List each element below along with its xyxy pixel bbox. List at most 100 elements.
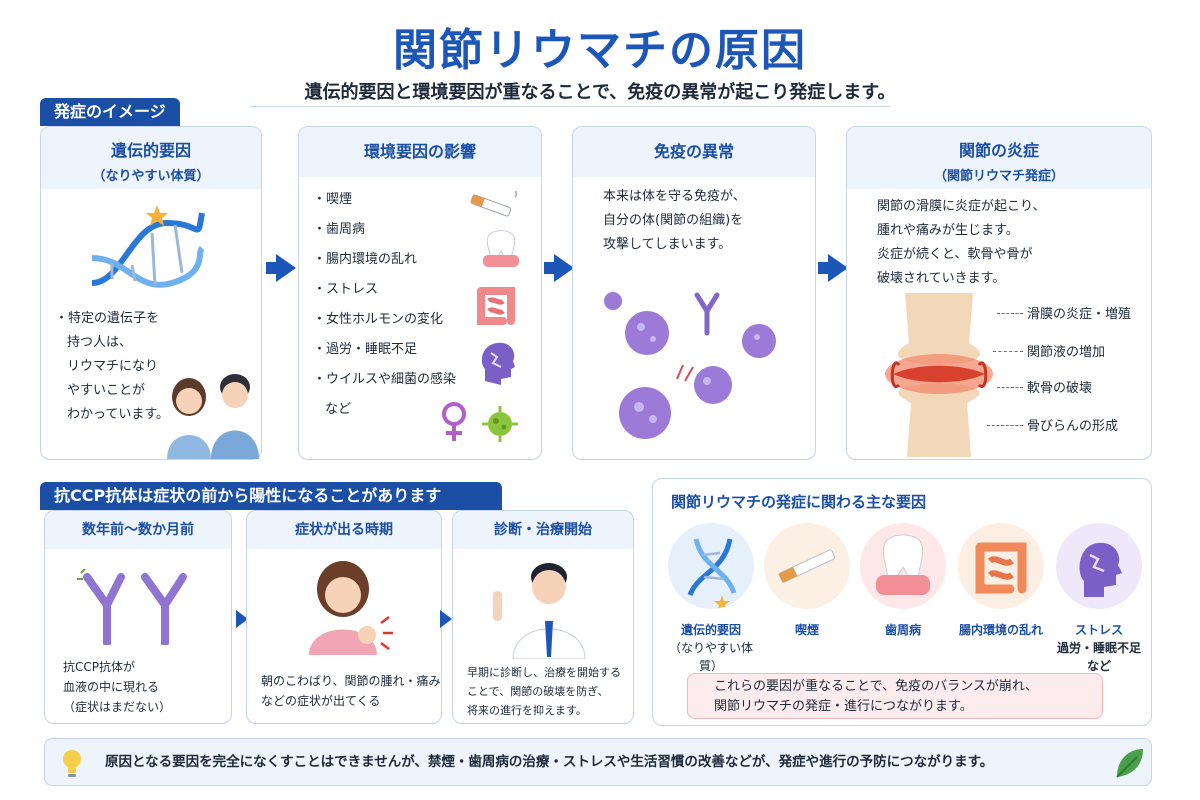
cigarette-icon xyxy=(764,523,850,609)
stage-line: （症状はまだない） xyxy=(63,700,172,714)
stage-title: 診断・治療開始 xyxy=(453,511,633,549)
intestine-icon xyxy=(958,523,1044,609)
environment-list: ・喫煙 ・歯周病 ・腸内環境の乱れ ・ストレス ・女性ホルモンの変化 ・過労・睡… xyxy=(313,185,483,425)
annotation-fluid: 関節液の増加 xyxy=(1027,345,1106,360)
card-immune-title: 免疫の異常 xyxy=(573,127,815,177)
flow-arrow-icon xyxy=(554,254,574,282)
stress-head-icon xyxy=(481,342,515,385)
stress-head-icon xyxy=(1056,523,1142,609)
stage-card-symptoms: 症状が出る時期 朝のこわばり、関節の腫れ・痛み などの症状が出てくる xyxy=(246,510,442,724)
stage-title: 数年前〜数か月前 xyxy=(45,511,231,549)
annotation-cartilage: 軟骨の破壊 xyxy=(1027,381,1093,396)
list-item: ・過労・睡眠不足 xyxy=(313,342,418,357)
genetic-line: わかっています。 xyxy=(67,407,170,422)
immune-attack-illustration xyxy=(604,292,776,439)
genetic-line: 持つ人は、 xyxy=(67,335,133,350)
card-genetic: 遺伝的要因 （なりやすい体質） ・特定の遺伝子を 持つ人は、 リウマチになり や… xyxy=(40,126,262,460)
list-item: ・ウイルスや細菌の感染 xyxy=(313,372,457,387)
factor-label: 遺伝的要因 xyxy=(680,623,741,637)
tooth-icon xyxy=(860,523,946,609)
factor-periodontal: 歯周病 xyxy=(855,523,951,639)
factor-sublabel: （なりやすい体質） xyxy=(668,641,753,673)
card-immune: 免疫の異常 本来は体を守る免疫が、 自分の体(関節の組織)を 攻撃してしまいます… xyxy=(572,126,816,460)
factor-stress: ストレス 過労・睡眠不足 など xyxy=(1051,523,1147,675)
note-line: 関節リウマチの発症・進行につながります。 xyxy=(714,699,973,714)
annotation-synovium: 滑膜の炎症・増殖 xyxy=(1027,307,1132,322)
card-genetic-text: ・特定の遺伝子を 持つ人は、 リウマチになり やすいことが わかっています。 xyxy=(55,307,175,427)
list-item: ・喫煙 xyxy=(313,192,353,207)
footer-text: 原因となる要因を完全になくすことはできませんが、禁煙・歯周病の治療・ストレスや生… xyxy=(105,754,994,770)
factor-label: 歯周病 xyxy=(884,623,921,637)
family-illustration xyxy=(167,374,259,459)
flow-arrow-icon xyxy=(276,254,296,282)
genetic-line: リウマチになり xyxy=(67,359,159,374)
stage-line: 朝のこわばり、関節の腫れ・痛み xyxy=(261,674,441,688)
germ-icon xyxy=(482,406,518,442)
inflammation-line: 腫れや痛みが生じます。 xyxy=(877,223,1019,238)
inflammation-line: 関節の滑膜に炎症が起こり、 xyxy=(877,199,1046,214)
card-inflammation-title: 関節の炎症 xyxy=(958,141,1039,160)
factor-sublabel: 過労・睡眠不足 xyxy=(1056,641,1141,655)
dna-icon xyxy=(668,523,754,611)
card-genetic-subtitle: （なりやすい体質） xyxy=(92,169,210,184)
card-environment: 環境要因の影響 ・喫煙 ・歯周病 ・腸内環境の乱れ ・ストレス ・女性ホルモンの… xyxy=(298,126,542,460)
list-item: ・歯周病 xyxy=(313,222,366,237)
antibody-icon xyxy=(77,569,187,645)
section-tag-onset: 発症のイメージ xyxy=(40,98,180,126)
lightbulb-icon xyxy=(63,750,81,777)
doctor-illustration xyxy=(493,563,586,659)
dna-icon xyxy=(91,205,205,288)
card-environment-title: 環境要因の影響 xyxy=(299,127,541,177)
immune-line: 攻撃してしまいます。 xyxy=(603,237,732,252)
list-item: ・腸内環境の乱れ xyxy=(313,252,418,267)
stage-arrow-icon xyxy=(440,610,452,628)
annotation-line xyxy=(997,387,1023,388)
section-tag-anti-ccp: 抗CCP抗体は症状の前から陽性になることがあります xyxy=(40,482,502,510)
card-inflammation-subtitle: （関節リウマチ発症） xyxy=(933,169,1064,184)
intestine-icon xyxy=(477,287,515,325)
factors-note: これらの要因が重なることで、免疫のバランスが崩れ、 関節リウマチの発症・進行につ… xyxy=(687,673,1103,719)
immune-line: 本来は体を守る免疫が、 xyxy=(603,189,746,204)
factors-panel: 関節リウマチの発症に関わる主な要因 遺伝的要因 （なりやすい体質） 喫煙 歯周病 xyxy=(652,478,1152,726)
stage-card-diagnosis: 診断・治療開始 早期に診断し、治療を開始する ことで、関節の破壊を防ぎ、 将来の… xyxy=(452,510,634,724)
factor-sublabel: など xyxy=(1086,659,1111,673)
factor-smoking: 喫煙 xyxy=(759,523,855,639)
annotation-line xyxy=(987,425,1023,426)
factor-genetic: 遺伝的要因 （なりやすい体質） xyxy=(663,523,759,675)
factors-title: 関節リウマチの発症に関わる主な要因 xyxy=(671,493,927,511)
joint-illustration xyxy=(885,293,993,457)
stage-line: 血液の中に現れる xyxy=(63,680,160,694)
stage-card-preclinical: 数年前〜数か月前 抗CCP抗体が 血液の中に現れる （症状はまだない） xyxy=(44,510,232,724)
footer-bar: 原因となる要因を完全になくすことはできませんが、禁煙・歯周病の治療・ストレスや生… xyxy=(44,738,1152,786)
annotation-line xyxy=(993,351,1023,352)
female-symbol-icon xyxy=(442,402,466,441)
inflammation-line: 破壊されていきます。 xyxy=(877,271,1006,286)
factor-label: 腸内環境の乱れ xyxy=(958,623,1043,637)
genetic-line: ・特定の遺伝子を xyxy=(55,311,160,326)
genetic-line: やすいことが xyxy=(67,383,146,398)
leaf-icon xyxy=(1116,749,1143,778)
factor-label: 喫煙 xyxy=(794,623,819,637)
woman-pain-illustration xyxy=(309,561,393,655)
stage-text: 早期に診断し、治療を開始する ことで、関節の破壊を防ぎ、 将来の進行を抑えます。 xyxy=(467,663,621,720)
stage-title: 症状が出る時期 xyxy=(247,511,441,549)
list-item: ・女性ホルモンの変化 xyxy=(313,312,444,327)
stage-line: 将来の進行を抑えます。 xyxy=(467,704,587,717)
page-subtitle: 遺伝的要因と環境要因が重なることで、免疫の異常が起こり発症します。 xyxy=(304,82,896,103)
annotation-line xyxy=(997,313,1023,314)
stage-line: 早期に診断し、治療を開始する xyxy=(467,666,621,679)
flow-arrow-icon xyxy=(828,254,848,282)
card-immune-text: 本来は体を守る免疫が、 自分の体(関節の組織)を 攻撃してしまいます。 xyxy=(603,185,803,257)
note-line: これらの要因が重なることで、免疫のバランスが崩れ、 xyxy=(714,679,1038,694)
inflammation-line: 炎症が続くと、軟骨や骨が xyxy=(877,247,1033,262)
stage-text: 朝のこわばり、関節の腫れ・痛み などの症状が出てくる xyxy=(261,671,441,711)
list-item: など xyxy=(325,402,352,417)
annotation-erosion: 骨びらんの形成 xyxy=(1027,419,1119,434)
immune-line: 自分の体(関節の組織)を xyxy=(603,213,744,228)
subtitle-divider xyxy=(250,106,890,107)
card-genetic-title: 遺伝的要因 xyxy=(110,141,191,160)
factor-label: ストレス xyxy=(1074,623,1123,637)
stage-line: ことで、関節の破壊を防ぎ、 xyxy=(467,685,609,698)
factor-gut: 腸内環境の乱れ xyxy=(951,523,1051,639)
page-title: 関節リウマチの原因 xyxy=(393,25,807,76)
